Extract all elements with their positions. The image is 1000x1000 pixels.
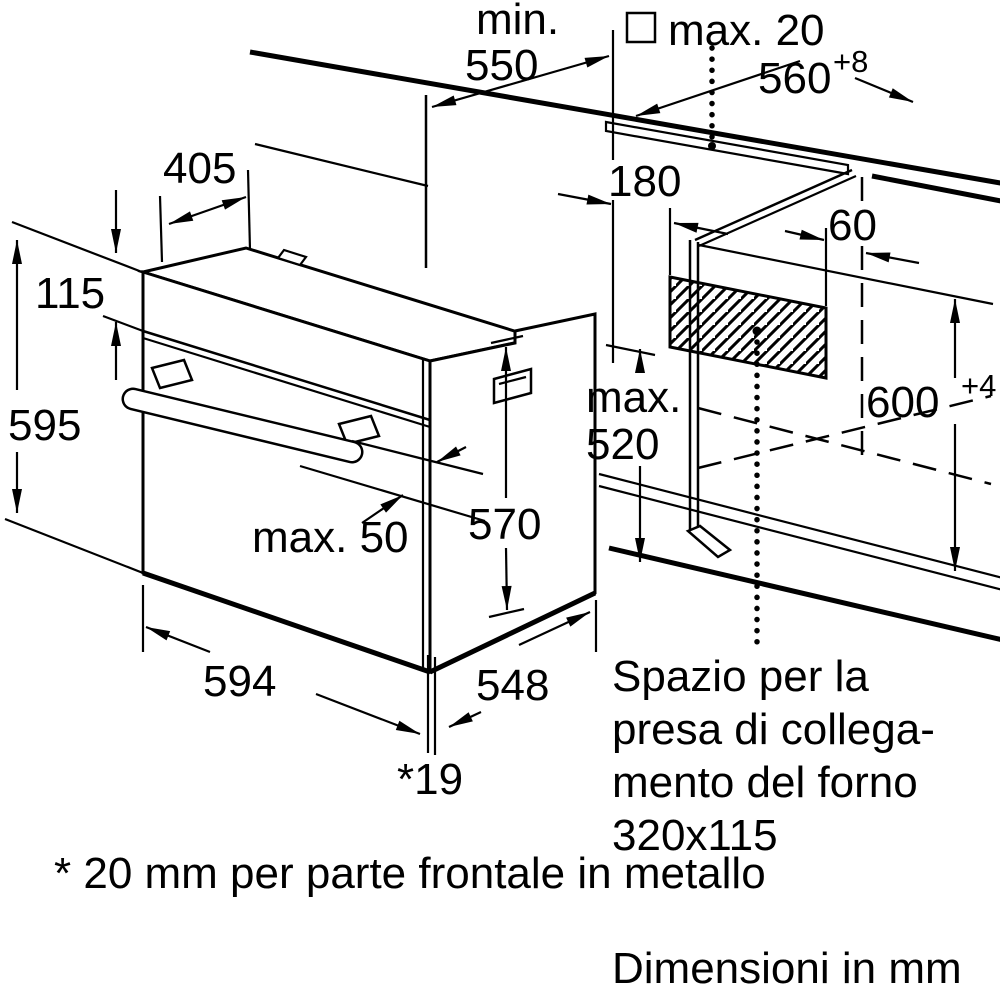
socket-dot xyxy=(752,326,762,336)
arrowhead-icon xyxy=(111,322,121,346)
dim-max520-value: 520 xyxy=(586,420,659,469)
oven-rear-tab xyxy=(276,248,308,267)
dim-600-tolerance: +4 xyxy=(961,368,996,403)
dim-max-520: max. 520 xyxy=(586,343,681,562)
dim-115-value: 115 xyxy=(35,269,105,318)
dim-405: 405 xyxy=(158,144,252,263)
arrowhead-icon xyxy=(950,299,960,323)
dim-570-value: 570 xyxy=(468,500,541,549)
dim-595-value: 595 xyxy=(8,401,81,450)
arrowhead-icon xyxy=(950,547,960,571)
dim-595: 595 xyxy=(4,240,144,575)
arrowhead-icon xyxy=(888,88,913,102)
dim-560-value: 560 xyxy=(758,54,831,103)
dim-548-value: 548 xyxy=(476,661,549,710)
dim-star19: *19 xyxy=(397,655,463,804)
dim-60-value: 60 xyxy=(828,201,877,250)
dim-max520-label: max. xyxy=(586,373,681,422)
socket-note-line3: mento del forno xyxy=(612,758,918,807)
dim-560-plus8: 560 +8 xyxy=(635,44,914,118)
dim-star19-value: *19 xyxy=(397,755,463,804)
dim-max-20: max. 20 xyxy=(625,6,825,55)
socket-space-hatched-box xyxy=(668,275,828,380)
arrowhead-icon xyxy=(380,495,403,513)
arrowhead-icon xyxy=(146,627,171,641)
niche-cabinet xyxy=(598,168,1000,653)
dim-600-plus4: 600 +4 xyxy=(866,299,996,571)
units-note: Dimensioni in mm xyxy=(612,944,962,993)
arrowhead-icon xyxy=(635,349,645,373)
arrowhead-icon xyxy=(395,720,420,734)
arrowhead-icon xyxy=(12,240,22,264)
dim-max-50: max. 50 xyxy=(252,439,486,562)
arrowhead-icon xyxy=(437,446,461,462)
dim-max20-label: max. 20 xyxy=(668,6,825,55)
arrowhead-icon xyxy=(584,56,609,68)
dim-550-value: 550 xyxy=(465,41,538,90)
arrowhead-icon xyxy=(674,222,699,233)
arrowhead-icon xyxy=(566,612,590,627)
footnote-metal-front: * 20 mm per parte frontale in metallo xyxy=(54,849,766,898)
dim-min-label: min. xyxy=(476,0,559,44)
dim-405-value: 405 xyxy=(163,144,236,193)
arrowhead-icon xyxy=(169,211,194,224)
handle-bar xyxy=(124,390,361,461)
arrowhead-icon xyxy=(635,538,645,562)
socket-note: Spazio per la presa di collega- mento de… xyxy=(612,652,935,860)
arrowhead-icon xyxy=(111,229,121,253)
dim-max50-label: max. 50 xyxy=(252,513,409,562)
arrowhead-icon xyxy=(586,194,611,205)
dim-180-value: 180 xyxy=(608,157,681,206)
dim-548: 548 xyxy=(448,600,598,728)
dim-180: 180 xyxy=(557,157,729,275)
arrowhead-icon xyxy=(221,197,246,210)
dim-115: 115 xyxy=(11,190,144,380)
dim-560-tolerance: +8 xyxy=(833,44,868,79)
dim-594: 594 xyxy=(141,585,421,736)
dim-600-value: 600 xyxy=(866,378,939,427)
socket-note-line1: Spazio per la xyxy=(612,652,869,701)
arrowhead-icon xyxy=(501,585,512,610)
arrowhead-icon xyxy=(866,252,891,263)
arrowhead-icon xyxy=(799,229,824,240)
gap-square-icon xyxy=(625,11,657,44)
arrowhead-icon xyxy=(12,489,22,513)
dim-60: 60 xyxy=(784,201,920,306)
niche-wall-foot xyxy=(685,524,733,559)
handle-bracket-left xyxy=(150,358,194,390)
dim-594-value: 594 xyxy=(203,657,276,706)
arrowhead-icon xyxy=(636,103,661,116)
arrowhead-icon xyxy=(449,712,473,727)
handle-bracket-right xyxy=(337,414,381,446)
dim-min-550: min. 550 xyxy=(431,0,615,363)
arrowhead-icon xyxy=(501,347,511,371)
worktop-lines xyxy=(249,45,1000,268)
socket-note-line2: presa di collega- xyxy=(612,705,935,754)
strip-reference-dot xyxy=(708,142,716,150)
dim-570: 570 xyxy=(468,334,541,619)
socket-note-line4: 320x115 xyxy=(612,811,778,860)
arrowhead-icon xyxy=(432,95,457,107)
oven xyxy=(121,246,597,675)
